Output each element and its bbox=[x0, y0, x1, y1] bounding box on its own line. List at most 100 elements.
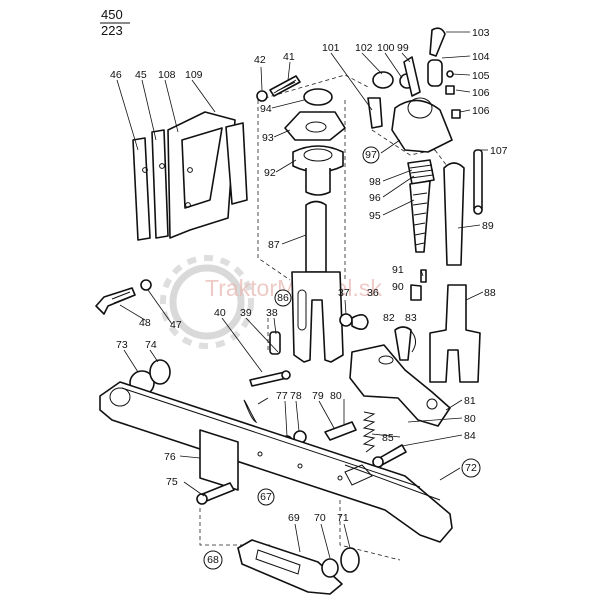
lever-100 bbox=[403, 56, 421, 97]
part-label-68: 68 bbox=[207, 554, 219, 566]
plate-46 bbox=[132, 137, 151, 241]
washer-47 bbox=[140, 279, 152, 291]
upper-right-linkage bbox=[367, 27, 461, 253]
center-column bbox=[256, 75, 346, 363]
part-label-90: 90 bbox=[392, 281, 404, 293]
page-code: 450 223 bbox=[100, 7, 130, 38]
part-label-100: 100 bbox=[377, 42, 395, 54]
ball-70 bbox=[321, 558, 339, 578]
part-label-82: 82 bbox=[383, 312, 395, 324]
part-label-79: 79 bbox=[312, 390, 324, 402]
flange-93 bbox=[284, 111, 346, 141]
clevis-88 bbox=[429, 284, 481, 383]
part-label-71: 71 bbox=[337, 512, 349, 524]
part-label-103: 103 bbox=[472, 27, 490, 39]
part-label-40: 40 bbox=[214, 307, 226, 319]
part-label-77: 77 bbox=[276, 390, 288, 402]
lower-link-arm bbox=[99, 381, 453, 543]
part-label-104: 104 bbox=[472, 51, 490, 63]
fork-86 bbox=[291, 271, 344, 363]
bearing-102 bbox=[372, 71, 394, 89]
part-label-75: 75 bbox=[166, 476, 178, 488]
spring-85 bbox=[362, 411, 376, 453]
part-label-97: 97 bbox=[365, 149, 377, 161]
part-label-46: 46 bbox=[110, 69, 122, 81]
part-label-74: 74 bbox=[145, 339, 157, 351]
plate-109 bbox=[225, 122, 248, 205]
pin-101 bbox=[367, 97, 383, 129]
part-label-78: 78 bbox=[290, 390, 302, 402]
part-label-76: 76 bbox=[164, 451, 176, 463]
washer-42 bbox=[256, 90, 268, 102]
bolt-91 bbox=[420, 269, 427, 283]
part-label-108: 108 bbox=[158, 69, 176, 81]
part-label-101: 101 bbox=[322, 42, 340, 54]
sleeve-104 bbox=[427, 59, 443, 87]
page-code-bottom: 223 bbox=[101, 23, 123, 38]
ring-74 bbox=[149, 359, 171, 385]
clip-36 bbox=[351, 314, 369, 330]
part-label-70: 70 bbox=[314, 512, 326, 524]
part-label-37: 37 bbox=[338, 287, 350, 299]
part-label-81: 81 bbox=[464, 395, 476, 407]
part-label-80a: 80 bbox=[330, 390, 342, 402]
part-label-96: 96 bbox=[369, 192, 381, 204]
bottom-link bbox=[237, 539, 360, 595]
plate-76 bbox=[199, 429, 239, 491]
pin-38 bbox=[269, 331, 281, 355]
part-label-83: 83 bbox=[405, 312, 417, 324]
part-labels: 103 104 105 106 106 107 101 102 100 99 9… bbox=[110, 27, 508, 570]
plate-45 bbox=[151, 129, 169, 239]
screw-shaft-95 bbox=[409, 180, 431, 253]
part-label-38: 38 bbox=[266, 307, 278, 319]
left-fasteners bbox=[95, 279, 369, 330]
leader-lines bbox=[116, 31, 488, 559]
part-label-99: 99 bbox=[397, 42, 409, 54]
eye-103 bbox=[429, 27, 446, 57]
part-label-91: 91 bbox=[392, 264, 404, 276]
bracket-81 bbox=[349, 344, 451, 427]
part-label-95: 95 bbox=[369, 210, 381, 222]
ring-71 bbox=[340, 547, 360, 573]
part-label-86: 86 bbox=[277, 292, 289, 304]
pin-80 bbox=[324, 421, 357, 441]
lower-arm-72 bbox=[99, 381, 453, 543]
part-label-107: 107 bbox=[490, 145, 508, 157]
part-label-106b: 106 bbox=[472, 105, 490, 117]
pin-82 bbox=[394, 326, 412, 361]
part-label-48: 48 bbox=[139, 317, 151, 329]
part-label-45: 45 bbox=[135, 69, 147, 81]
shaft-87 bbox=[305, 200, 327, 273]
bracket-108 bbox=[167, 111, 236, 239]
link-69 bbox=[237, 539, 343, 595]
part-label-73: 73 bbox=[116, 339, 128, 351]
part-label-72: 72 bbox=[465, 462, 477, 474]
part-label-88: 88 bbox=[484, 287, 496, 299]
housing-97 bbox=[391, 99, 453, 153]
part-label-98: 98 bbox=[369, 176, 381, 188]
side-plates-assembly bbox=[132, 111, 248, 241]
part-label-93: 93 bbox=[262, 132, 274, 144]
rod-107 bbox=[473, 149, 483, 213]
part-label-87: 87 bbox=[268, 239, 280, 251]
washer-37 bbox=[339, 313, 353, 327]
part-label-89: 89 bbox=[482, 220, 494, 232]
pin-90 bbox=[410, 284, 422, 301]
part-label-85: 85 bbox=[382, 432, 394, 444]
part-label-36: 36 bbox=[367, 287, 379, 299]
spring-39 bbox=[243, 399, 258, 424]
ball-joint-rings bbox=[129, 359, 171, 396]
part-label-67: 67 bbox=[260, 491, 272, 503]
part-label-80b: 80 bbox=[464, 413, 476, 425]
part-label-94: 94 bbox=[260, 103, 272, 115]
part-label-105: 105 bbox=[472, 70, 490, 82]
part-label-42: 42 bbox=[254, 54, 266, 66]
part-label-69: 69 bbox=[288, 512, 300, 524]
center-pins bbox=[243, 331, 291, 424]
nut-94 bbox=[303, 88, 333, 106]
nipple-106 bbox=[445, 85, 455, 95]
part-label-109: 109 bbox=[185, 69, 203, 81]
part-label-39: 39 bbox=[240, 307, 252, 319]
page-code-top: 450 bbox=[101, 7, 123, 22]
